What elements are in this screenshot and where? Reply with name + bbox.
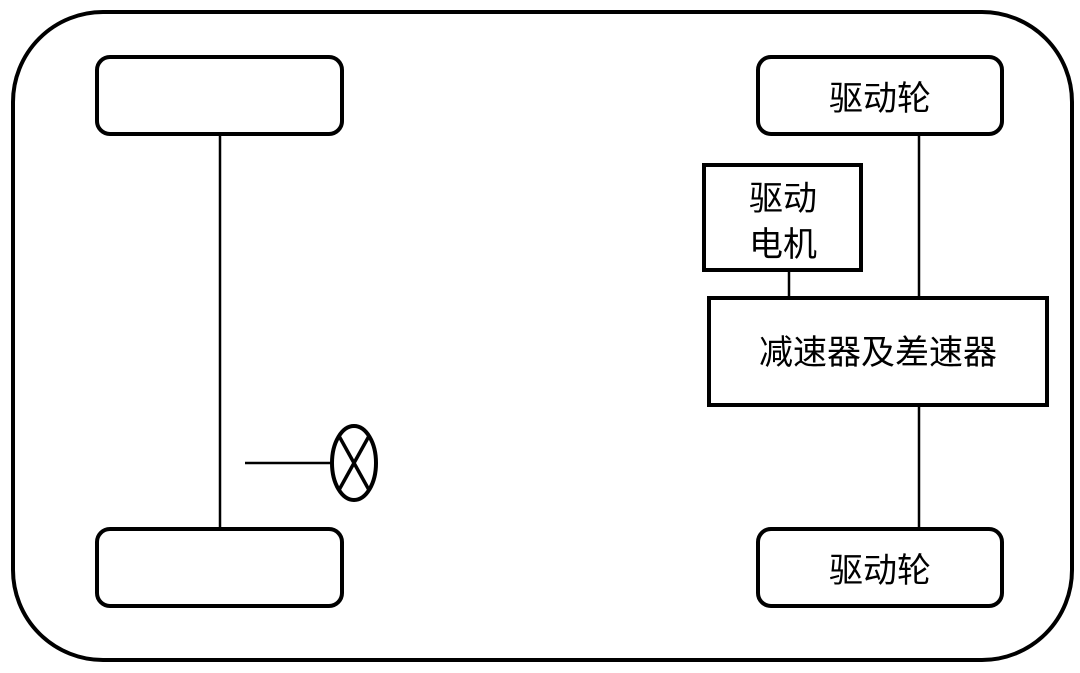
drive-motor-label-line2: 电机 xyxy=(749,225,817,265)
drive-wheel-top-label: 驱动轮 xyxy=(829,79,931,119)
drive-wheel-top: 驱动轮 xyxy=(756,55,1004,136)
drive-motor: 驱动 电机 xyxy=(702,163,863,272)
vehicle-body-outline xyxy=(11,10,1074,662)
front-wheel-top xyxy=(95,55,344,136)
drive-wheel-bottom: 驱动轮 xyxy=(756,527,1004,608)
front-wheel-bottom xyxy=(95,527,344,608)
lamp-symbol-icon xyxy=(330,424,378,502)
drive-motor-label-line1: 驱动 xyxy=(749,179,817,219)
drive-wheel-bottom-label: 驱动轮 xyxy=(829,551,931,591)
reducer-differential-label: 减速器及差速器 xyxy=(759,333,997,373)
reducer-differential: 减速器及差速器 xyxy=(707,296,1049,407)
